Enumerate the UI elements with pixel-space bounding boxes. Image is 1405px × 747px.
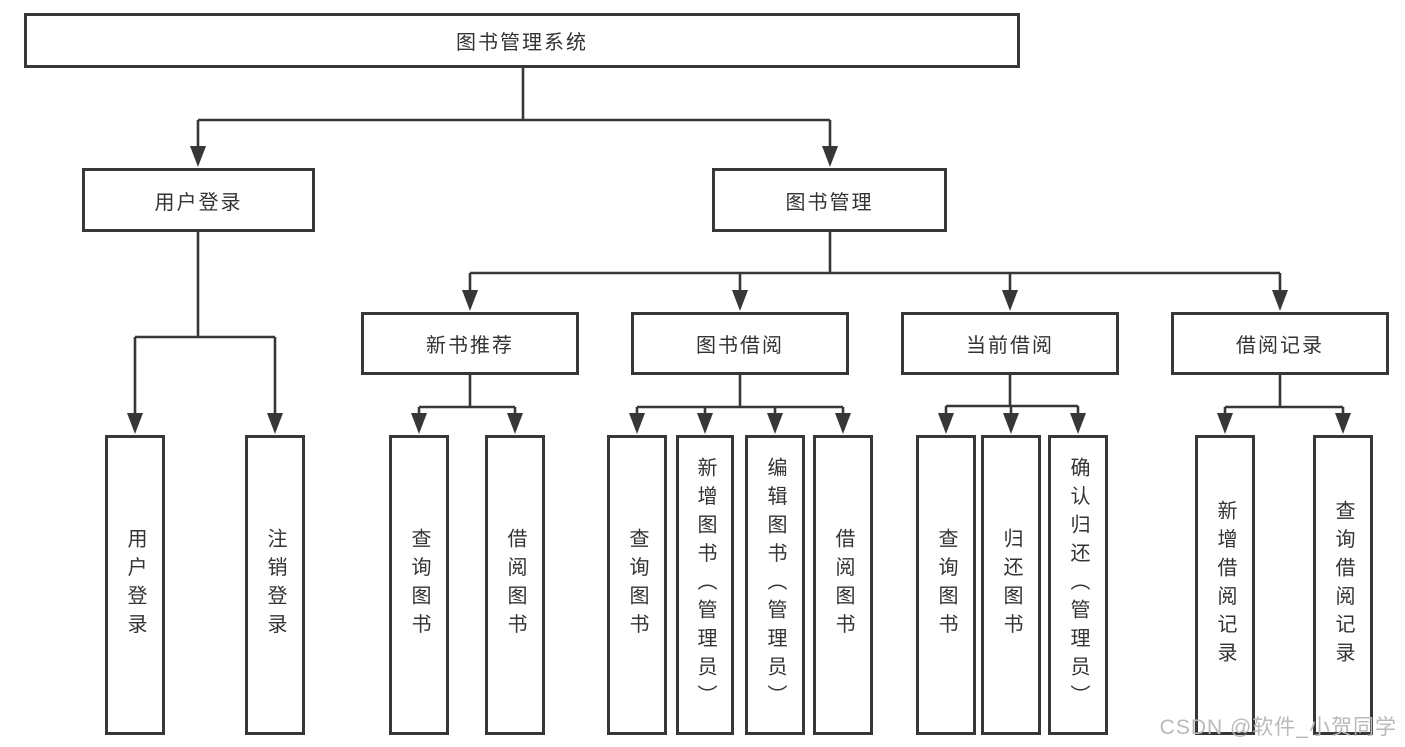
leaf-borrow-books-recommend-label: 借阅图书 [504,528,526,642]
leaf-confirm-return-admin: 确认归还（管理员） [1048,435,1108,735]
leaf-borrow-books-label: 借阅图书 [832,528,854,642]
leaf-add-borrow-record: 新增借阅记录 [1195,435,1255,735]
node-book-management: 图书管理 [712,168,947,232]
leaf-search-books-borrow-label: 查询图书 [626,528,648,642]
node-user-login: 用户登录 [82,168,315,232]
leaf-user-login: 用户登录 [105,435,165,735]
node-current-borrowing: 当前借阅 [901,312,1119,375]
leaf-user-login-label: 用户登录 [124,528,146,642]
leaf-return-books: 归还图书 [981,435,1041,735]
node-new-book-recommendation: 新书推荐 [361,312,579,375]
leaf-search-books-recommend: 查询图书 [389,435,449,735]
leaf-search-books-current-label: 查询图书 [935,528,957,642]
leaf-edit-books-admin: 编辑图书（管理员） [745,435,805,735]
csdn-watermark: CSDN @软件_小贺同学 [1159,716,1397,739]
leaf-borrow-books-recommend: 借阅图书 [485,435,545,735]
leaf-add-books-admin-label: 新增图书（管理员） [694,457,716,713]
leaf-logout-login: 注销登录 [245,435,305,735]
leaf-search-borrow-record: 查询借阅记录 [1313,435,1373,735]
leaf-search-books-recommend-label: 查询图书 [408,528,430,642]
leaf-add-borrow-record-label: 新增借阅记录 [1214,499,1236,671]
node-book-borrowing: 图书借阅 [631,312,849,375]
leaf-confirm-return-admin-label: 确认归还（管理员） [1067,457,1089,713]
leaf-edit-books-admin-label: 编辑图书（管理员） [764,457,786,713]
leaf-logout-login-label: 注销登录 [264,528,286,642]
leaf-search-borrow-record-label: 查询借阅记录 [1332,499,1354,671]
leaf-add-books-admin: 新增图书（管理员） [676,435,734,735]
leaf-borrow-books: 借阅图书 [813,435,873,735]
leaf-search-books-current: 查询图书 [916,435,976,735]
leaf-return-books-label: 归还图书 [1000,528,1022,642]
leaf-search-books-borrow: 查询图书 [607,435,667,735]
node-borrowing-records: 借阅记录 [1171,312,1389,375]
node-library-management-system: 图书管理系统 [24,13,1020,68]
